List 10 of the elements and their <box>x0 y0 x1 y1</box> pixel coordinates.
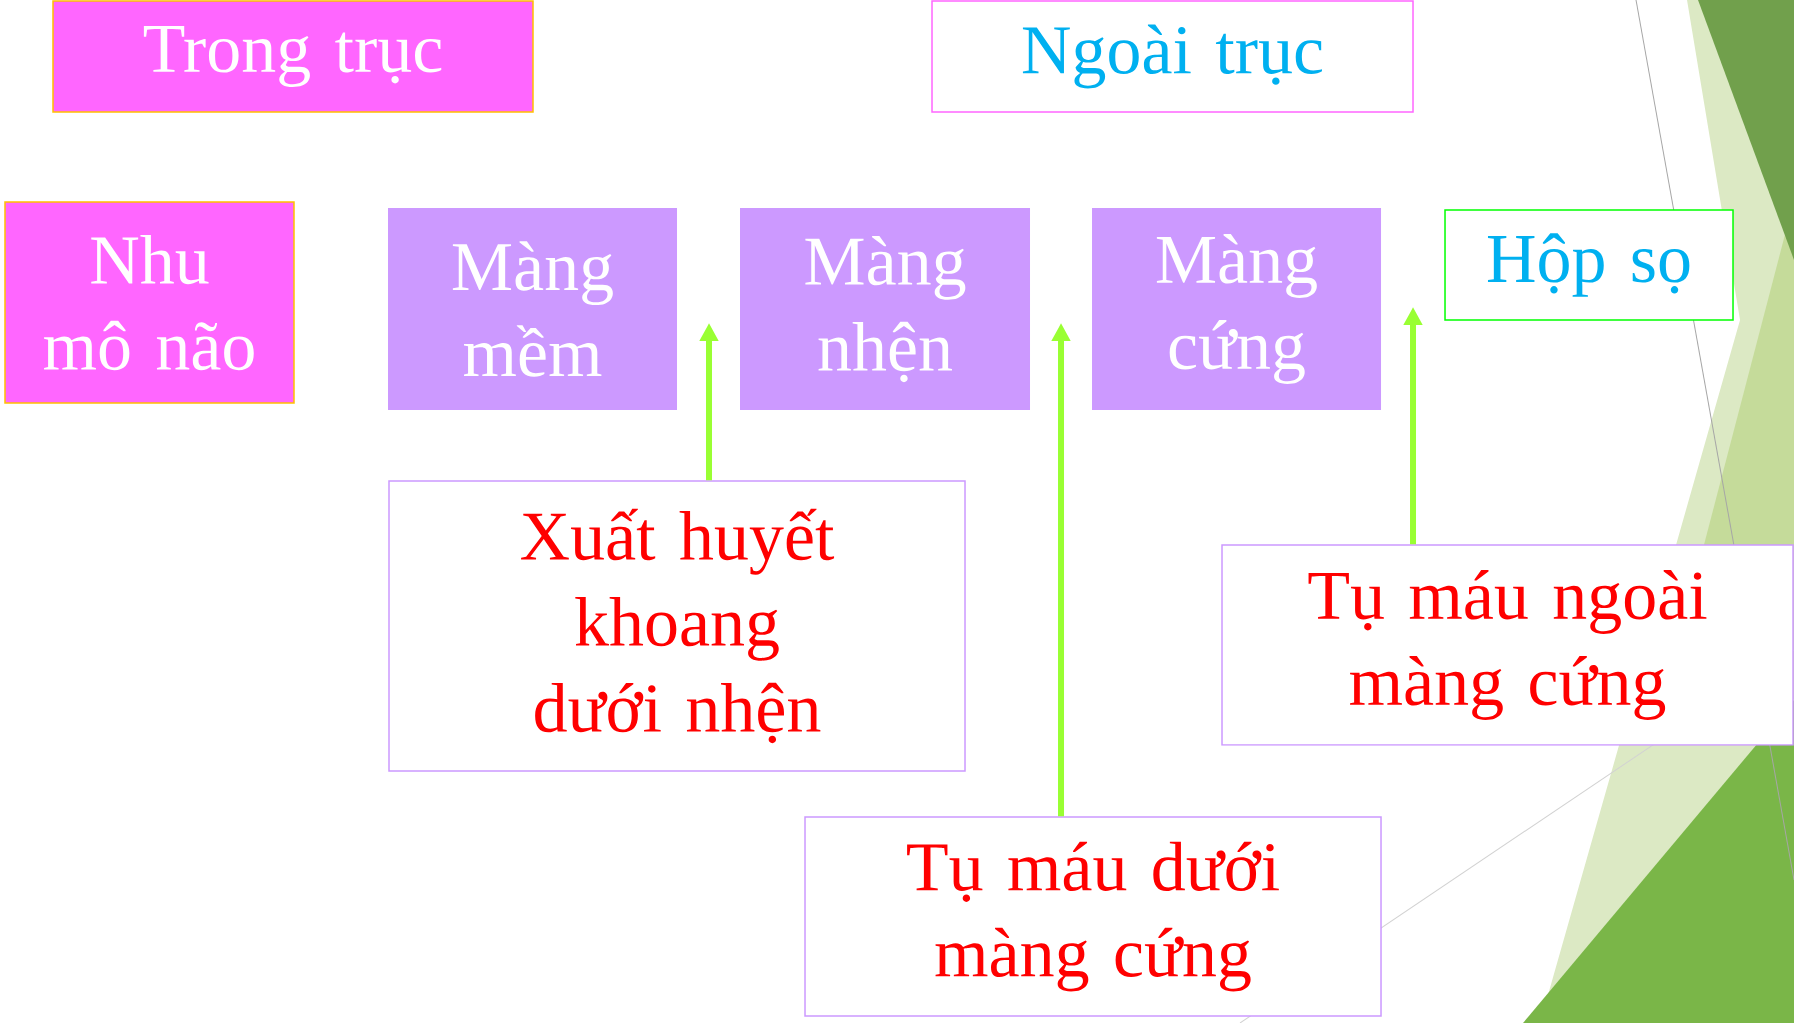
label-box: Hộp sọ <box>1444 209 1734 321</box>
layer-box: Màng mềm <box>388 208 677 410</box>
callout-box: Tụ máu ngoài màng cứng <box>1221 544 1794 746</box>
label-box: Nhu mô não <box>4 201 295 404</box>
callout-box: Xuất huyết khoang dưới nhện <box>388 480 966 772</box>
callout-box: Tụ máu dưới màng cứng <box>804 816 1382 1017</box>
layer-box: Màng cứng <box>1092 208 1381 410</box>
layer-box: Màng nhện <box>740 208 1030 410</box>
label-box: Ngoài trục <box>931 0 1414 113</box>
label-box: Trong trục <box>52 0 534 113</box>
